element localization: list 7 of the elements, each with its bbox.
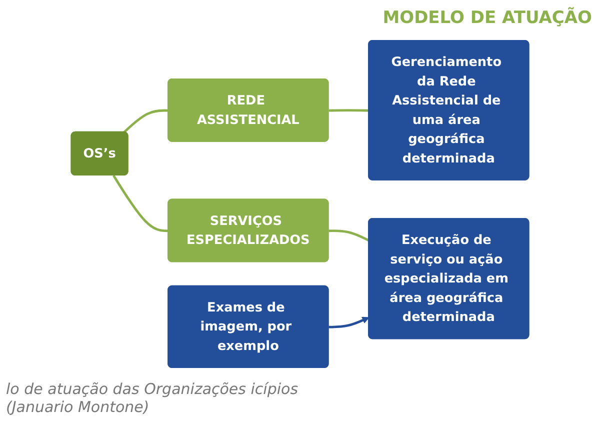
arrow (328, 316, 370, 328)
caption: lo de atuação das Organizações icípios (Januario Montone) (6, 380, 300, 416)
title: MODELO DE ATUAÇÃO (382, 8, 592, 28)
connector (328, 109, 369, 112)
connector (123, 109, 168, 134)
connector (328, 230, 370, 242)
connector (112, 174, 168, 232)
